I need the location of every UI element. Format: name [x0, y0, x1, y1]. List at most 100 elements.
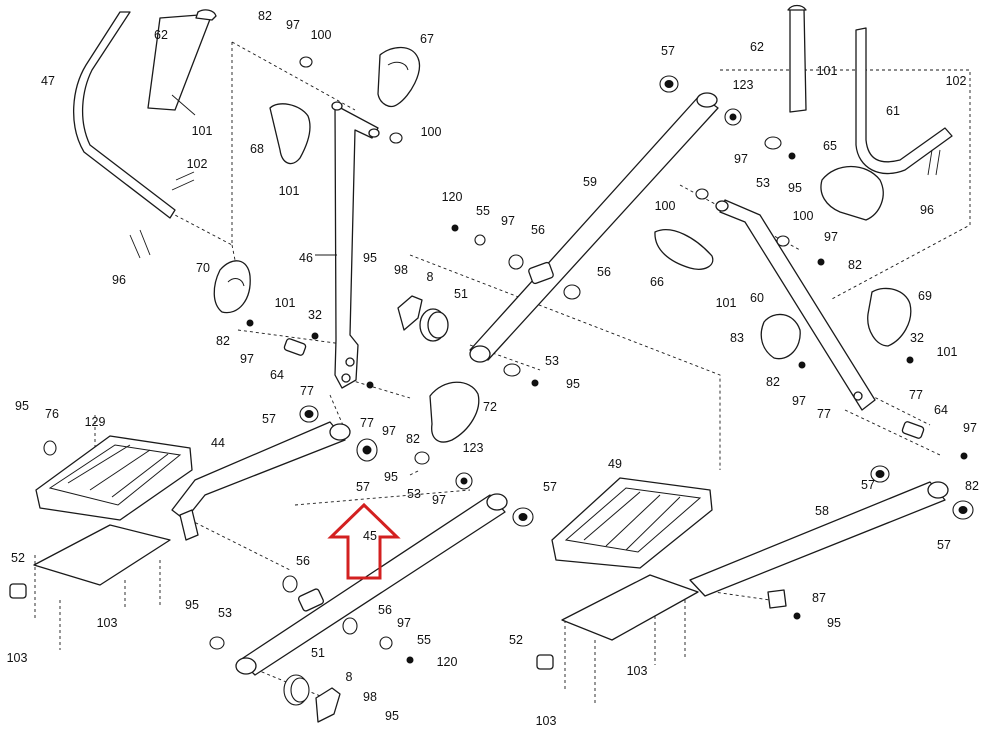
callout-l57c: 57	[356, 480, 370, 494]
callout-l97j: 97	[397, 616, 411, 630]
callout-l100a: 100	[311, 28, 332, 42]
callout-l102a: 102	[187, 157, 208, 171]
part-61-right-handlebar	[787, 4, 953, 176]
callout-l61: 61	[886, 104, 900, 118]
callout-l77c: 77	[817, 407, 831, 421]
callout-l96a: 96	[112, 273, 126, 287]
callout-l69: 69	[918, 289, 932, 303]
callout-l77d: 77	[909, 388, 923, 402]
callout-l44: 44	[211, 436, 225, 450]
callout-l101e: 101	[716, 296, 737, 310]
callout-l103d: 103	[536, 714, 557, 728]
callout-l82c: 82	[406, 432, 420, 446]
callout-l57d: 57	[543, 480, 557, 494]
callout-l95b: 95	[566, 377, 580, 391]
callout-l72: 72	[483, 400, 497, 414]
callout-l77b: 77	[360, 416, 374, 430]
callout-l100c: 100	[655, 199, 676, 213]
callout-l51a: 51	[454, 287, 468, 301]
callout-l49: 49	[608, 457, 622, 471]
callout-l83: 83	[730, 331, 744, 345]
callout-l98a: 98	[394, 263, 408, 277]
callout-l56a: 56	[531, 223, 545, 237]
callout-l82f: 82	[965, 479, 979, 493]
callout-l67: 67	[420, 32, 434, 46]
callout-l101b: 101	[279, 184, 300, 198]
callout-l62a: 62	[154, 28, 168, 42]
callout-l62b: 62	[750, 40, 764, 54]
callout-l87: 87	[812, 591, 826, 605]
callout-l97d: 97	[501, 214, 515, 228]
callout-l96b: 96	[920, 203, 934, 217]
callout-l95c: 95	[788, 181, 802, 195]
callout-l47: 47	[41, 74, 55, 88]
callout-l66: 66	[650, 275, 664, 289]
callout-l120a: 120	[442, 190, 463, 204]
callout-l52b: 52	[509, 633, 523, 647]
callout-l101f: 101	[937, 345, 958, 359]
callout-l82a: 82	[258, 9, 272, 23]
callout-l82e: 82	[766, 375, 780, 389]
callout-l76: 76	[45, 407, 59, 421]
callout-l95h: 95	[827, 616, 841, 630]
part-59-left-upper-arm	[469, 92, 719, 363]
callout-l95f: 95	[185, 598, 199, 612]
callout-l64b: 64	[934, 403, 948, 417]
callout-l45: 45	[363, 529, 377, 543]
callout-l101a: 101	[192, 124, 213, 138]
callout-l123b: 123	[463, 441, 484, 455]
callout-l97g: 97	[792, 394, 806, 408]
callout-l103b: 103	[7, 651, 28, 665]
callout-l102b: 102	[946, 74, 967, 88]
hardware	[43, 56, 974, 723]
callout-l46: 46	[299, 251, 313, 265]
part-46-left-upright	[315, 101, 380, 389]
callout-l97h: 97	[963, 421, 977, 435]
callout-l70: 70	[196, 261, 210, 275]
callout-l53a: 53	[545, 354, 559, 368]
callout-l100b: 100	[421, 125, 442, 139]
part-129-left-pedal	[9, 435, 193, 599]
callout-l53d: 53	[218, 606, 232, 620]
callout-l58: 58	[815, 504, 829, 518]
callout-l98b: 98	[363, 690, 377, 704]
part-47-left-handlebar	[73, 9, 217, 259]
callout-l8b: 8	[346, 670, 353, 684]
callout-l95a: 95	[363, 251, 377, 265]
callout-l56b: 56	[597, 265, 611, 279]
callout-l101c: 101	[275, 296, 296, 310]
shrouds-left	[213, 46, 480, 443]
callout-l56c: 56	[296, 554, 310, 568]
callout-l97a: 97	[286, 18, 300, 32]
callout-l97e: 97	[734, 152, 748, 166]
callout-l32a: 32	[308, 308, 322, 322]
callout-l64a: 64	[270, 368, 284, 382]
callout-l101d: 101	[817, 64, 838, 78]
callout-l77a: 77	[300, 384, 314, 398]
shrouds-right	[654, 166, 912, 360]
callout-l97i: 97	[432, 493, 446, 507]
callout-l95g: 95	[385, 709, 399, 723]
callout-l95d: 95	[15, 399, 29, 413]
callout-l60: 60	[750, 291, 764, 305]
callout-l120b: 120	[437, 655, 458, 669]
callout-l8a: 8	[427, 270, 434, 284]
callout-l51b: 51	[311, 646, 325, 660]
part-45-left-lower-arm-b	[235, 493, 508, 676]
part-49-right-pedal	[536, 477, 713, 670]
callout-l53c: 53	[407, 487, 421, 501]
callout-l55b: 55	[417, 633, 431, 647]
callout-l97f: 97	[824, 230, 838, 244]
callout-l32b: 32	[910, 331, 924, 345]
callout-l59: 59	[583, 175, 597, 189]
callout-l53b: 53	[756, 176, 770, 190]
callout-l103a: 103	[97, 616, 118, 630]
callout-l55a: 55	[476, 204, 490, 218]
callout-l95e: 95	[384, 470, 398, 484]
callout-l82b: 82	[216, 334, 230, 348]
callout-l129: 129	[85, 415, 106, 429]
callout-l82d: 82	[848, 258, 862, 272]
part-44-left-lower-arm	[171, 421, 351, 541]
